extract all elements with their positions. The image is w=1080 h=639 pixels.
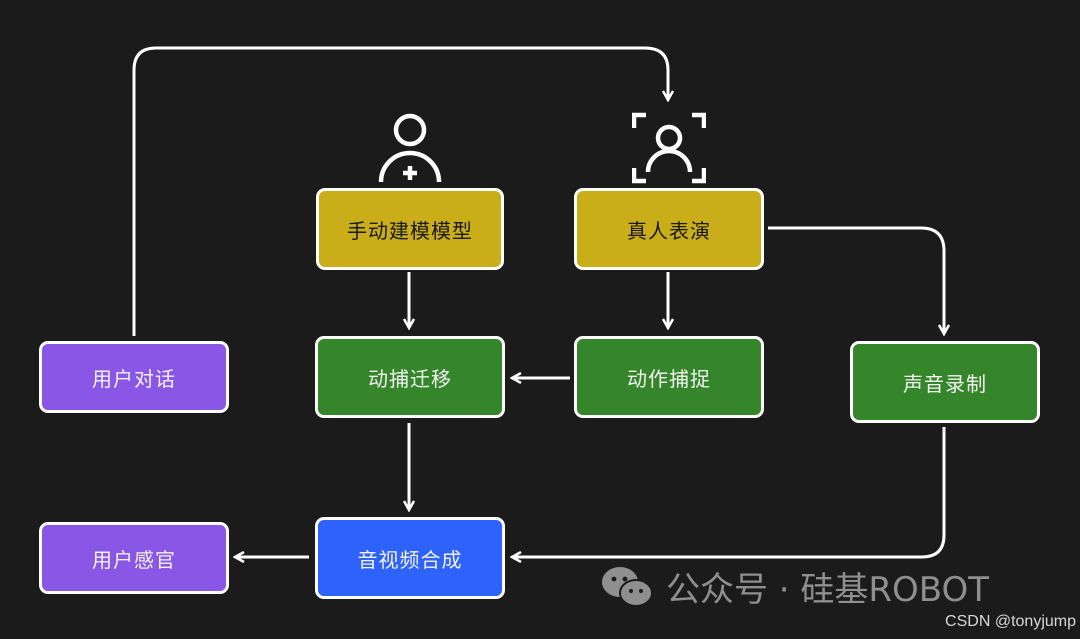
watermark-text: 公众号 · 硅基ROBOT [666, 570, 990, 610]
wechat-icon [602, 566, 653, 607]
face-scan-icon [632, 112, 706, 184]
node-label: 手动建模模型 [347, 218, 473, 243]
node-manual-modeling[interactable]: 手动建模模型 [316, 188, 504, 270]
node-label: 真人表演 [627, 218, 711, 243]
node-av-synthesis[interactable]: 音视频合成 [315, 517, 505, 599]
node-voice-recording[interactable]: 声音录制 [850, 341, 1040, 423]
edge-live-performance-to-voice-recording [768, 226, 944, 334]
credit-text: CSDN @tonyjump [945, 613, 1076, 630]
node-mocap-retarget[interactable]: 动捕迁移 [315, 336, 505, 418]
node-label: 动捕迁移 [368, 366, 452, 391]
node-label: 用户对话 [92, 366, 176, 391]
node-user-perception[interactable]: 用户感官 [39, 522, 229, 594]
user-add-icon [378, 113, 442, 183]
node-motion-capture[interactable]: 动作捕捉 [574, 336, 764, 418]
node-label: 声音录制 [903, 371, 987, 396]
edge-voice-recording-to-av-synthesis [512, 427, 946, 557]
node-label: 音视频合成 [357, 547, 463, 572]
edge-user-dialogue-to-live-performance [132, 46, 668, 336]
node-user-dialogue[interactable]: 用户对话 [39, 341, 229, 413]
node-live-performance[interactable]: 真人表演 [574, 188, 764, 270]
watermark: 公众号 · 硅基ROBOT [600, 562, 989, 611]
node-label: 用户感官 [92, 547, 176, 572]
node-label: 动作捕捉 [627, 366, 711, 391]
